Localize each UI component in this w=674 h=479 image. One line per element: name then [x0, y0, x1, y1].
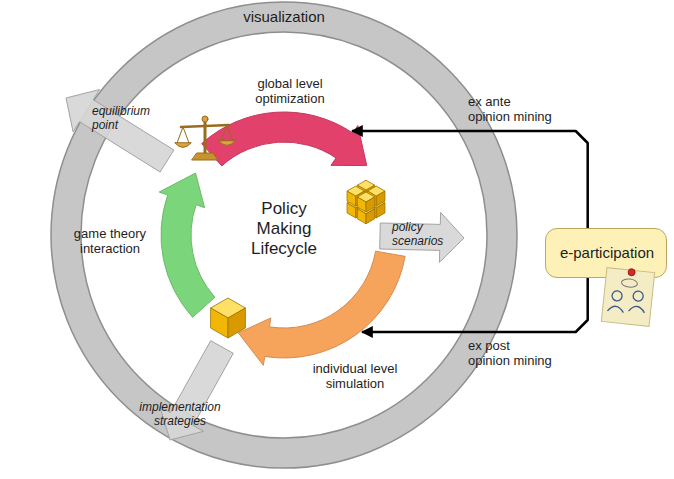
policy-scenarios-label: policy scenarios [392, 220, 452, 248]
cycle-arrow [238, 251, 405, 365]
cube-face [376, 191, 385, 206]
cube-icon [357, 192, 374, 212]
cube-face [347, 191, 356, 206]
optimization-arc: global level optimization [188, 72, 352, 184]
node-text: e-participation [546, 244, 668, 262]
node-text: game theory interaction [68, 226, 152, 257]
e-participation-box: e-participation [545, 228, 667, 278]
equilibrium-label: equilibrium point [92, 104, 162, 132]
sticky-note-icon [601, 266, 655, 326]
simulation-arc: individual level simulation [232, 250, 362, 398]
edge-label: ex ante opinion mining [468, 94, 554, 125]
implementation-label: implementation strategies [130, 400, 230, 428]
node-text: individual level simulation [305, 361, 405, 392]
cycle-arrow [159, 173, 215, 317]
game-theory-arc: game theory interaction [64, 150, 186, 335]
cube-face [211, 308, 228, 338]
cube-face [357, 197, 366, 212]
cube-face [366, 197, 375, 212]
node-text: visualization [50, 8, 518, 26]
edge-label: ex post opinion mining [468, 338, 554, 369]
cycle-title: Policy Making Lifecycle [234, 199, 334, 259]
cycle-arrow [202, 112, 367, 166]
node-text: global level optimization [240, 76, 340, 107]
ring-band [51, 2, 517, 468]
